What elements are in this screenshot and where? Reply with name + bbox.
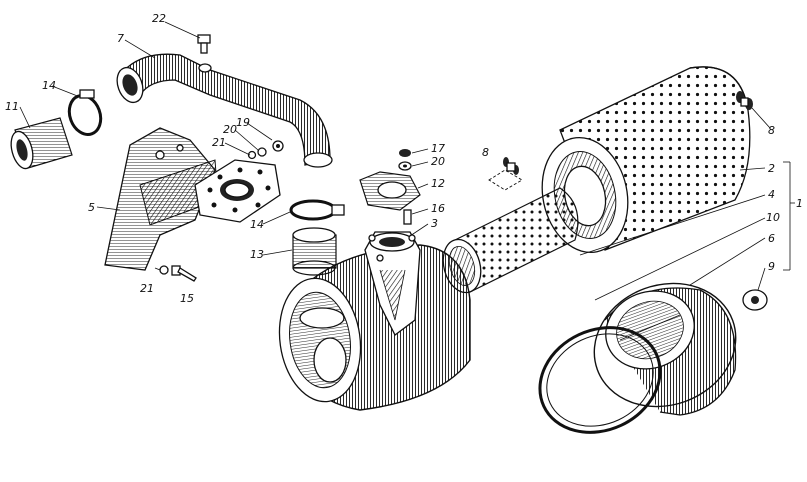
leader-lines [19,21,795,301]
housing [278,231,471,411]
bolt-15 [171,265,197,282]
callout-22: 22 [152,12,166,25]
callout-labels: 22 7 14 11 19 20 21 5 14 13 21 15 17 20 … [5,12,803,305]
callout-2: 2 [768,162,775,175]
callout-14-top: 14 [42,79,56,92]
callout-7: 7 [117,32,124,45]
callout-17: 17 [431,142,445,155]
washer-20-top [257,147,267,157]
callout-21: 21 [212,136,226,149]
hose-clamp-lower [289,199,345,221]
wing-nut-top [736,91,753,110]
callout-8-top: 8 [768,124,775,137]
hose-clamp-top [67,89,103,136]
callout-12: 12 [431,177,445,190]
nut-18 [272,140,284,152]
sealing-ring [538,326,662,434]
nut-17 [399,149,411,157]
callout-19: 20 [431,155,445,168]
nut-19 [398,161,412,171]
flange-plate [194,159,281,223]
sleeve-13 [292,227,337,276]
stud-16 [403,209,412,225]
callout-11: 11 [5,100,19,113]
callout-15: 15 [180,292,194,305]
callout-13: 13 [250,248,264,261]
callout-5: 5 [88,201,95,214]
callout-18: 19 [236,116,250,129]
callout-8-left: 8 [482,146,489,159]
callout-20-bottom: 21 [140,282,154,295]
drain-plug [742,289,768,311]
callout-20-top: 20 [223,123,237,136]
bolt-22 [197,34,211,54]
callout-4: 4 [768,188,775,201]
hose-sleeve [10,117,73,170]
callout-6: 6 [768,232,775,245]
gasket [359,171,421,211]
callout-10: 10 [766,211,780,224]
wing-nut-left [488,157,523,191]
callout-16: 16 [431,202,445,215]
washer-20-bottom [159,265,169,275]
nut-21 [247,150,257,160]
callout-9: 9 [768,260,775,273]
callout-1: 1 [796,197,803,210]
oil-pan [593,282,737,416]
intake-pipe [116,53,333,168]
callout-14-lower: 14 [250,218,264,231]
callout-3: 3 [431,217,438,230]
mounting-bracket [104,127,219,271]
